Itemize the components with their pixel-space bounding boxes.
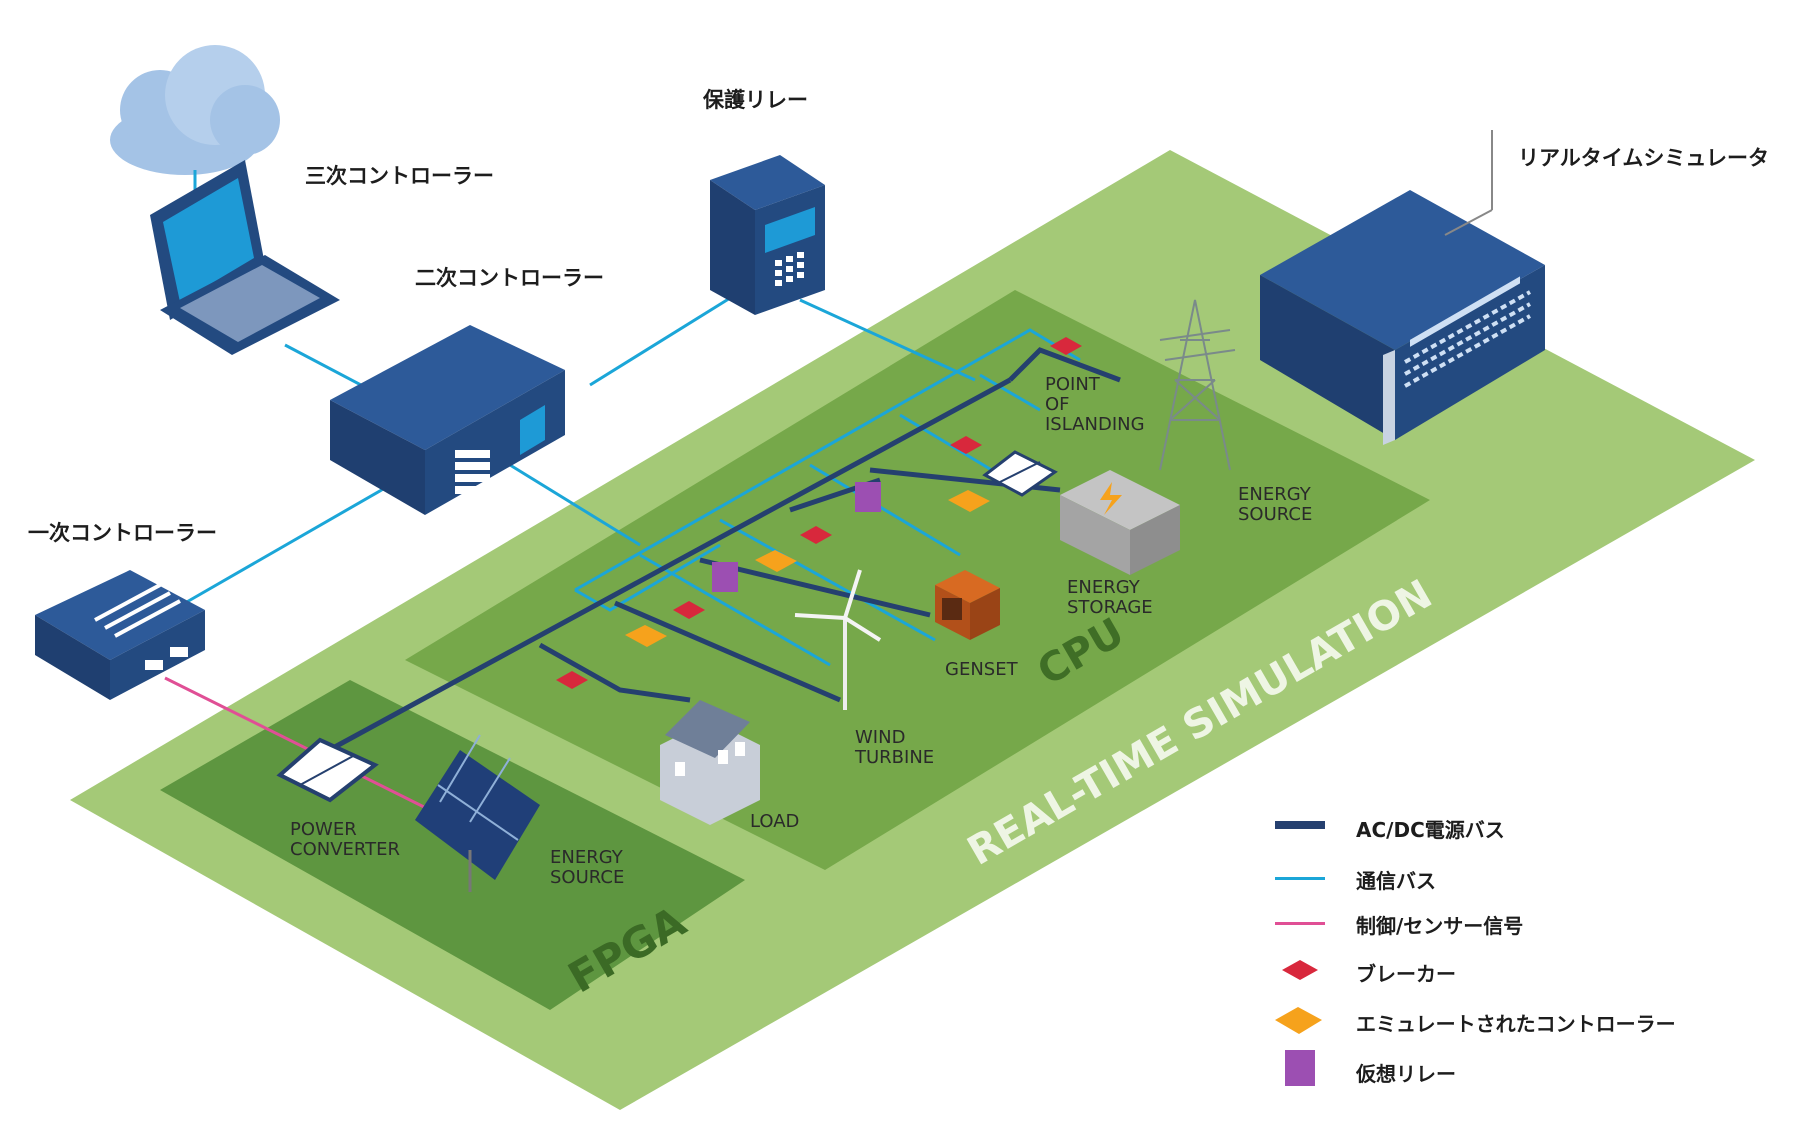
emulated-controller-icon — [625, 625, 667, 647]
solar-panel-icon — [415, 734, 540, 892]
load-house-icon — [660, 700, 760, 825]
control-signal-line-icon — [1275, 922, 1325, 925]
virtual-relays — [712, 482, 881, 592]
power-converter-label: POWER CONVERTER — [290, 819, 400, 860]
legend-swatches — [1275, 821, 1325, 1086]
legend-control-signal-label: 制御/センサー信号 — [1356, 914, 1524, 938]
realtime-simulator-label: リアルタイムシミュレータ — [1518, 146, 1769, 170]
energy-source-tower-label: ENERGY SOURCE — [1238, 484, 1313, 525]
realtime-simulator-icon — [1260, 130, 1545, 445]
emulated-controller-icon — [1275, 1007, 1322, 1034]
breaker-icon — [673, 601, 705, 619]
virtual-relay-icon — [855, 482, 881, 512]
primary-controller-label: 一次コントローラー — [28, 521, 217, 545]
point-of-islanding-converter-icon — [982, 450, 1058, 497]
emulated-controller-icon — [755, 550, 797, 572]
genset-label: GENSET — [945, 659, 1018, 680]
power-converter-icon — [276, 737, 379, 803]
virtual-relay-icon — [712, 562, 738, 592]
protection-relay-label: 保護リレー — [703, 88, 808, 112]
genset-icon — [935, 570, 1000, 640]
breaker-icon — [950, 436, 982, 454]
breaker-icon — [556, 671, 588, 689]
power-bus — [318, 347, 1121, 758]
wind-turbine-label: WIND TURBINE — [855, 727, 935, 768]
energy-source-solar-label: ENERGY SOURCE — [550, 847, 625, 888]
transmission-tower-icon — [1159, 299, 1236, 471]
legend-power-bus-label: AC/DC電源バス — [1356, 818, 1505, 842]
cloud-icon — [110, 45, 280, 215]
breaker-icon — [1050, 337, 1082, 355]
comm-bus-line-icon — [1275, 877, 1325, 880]
load-label: LOAD — [750, 811, 800, 832]
energy-storage-icon — [1060, 470, 1180, 575]
secondary-controller-label: 二次コントローラー — [415, 266, 604, 290]
legend-emulated-controller-label: エミュレートされたコントローラー — [1356, 1012, 1676, 1036]
emulated-controller-icon — [948, 490, 990, 512]
legend-breaker-label: ブレーカー — [1356, 962, 1456, 986]
secondary-controller-icon — [330, 325, 565, 515]
cpu-zone — [405, 290, 1430, 870]
emulated-controllers — [625, 490, 990, 647]
tertiary-controller-label: 三次コントローラー — [305, 164, 494, 188]
legend-comm-bus-label: 通信バス — [1356, 869, 1436, 893]
wind-turbine-icon — [794, 569, 882, 710]
energy-storage-label: ENERGY STORAGE — [1067, 577, 1153, 618]
control-signal — [164, 676, 431, 812]
laptop-icon — [150, 160, 340, 355]
power-bus-line-icon — [1275, 821, 1325, 829]
point-of-islanding-label: POINT OF ISLANDING — [1045, 374, 1145, 435]
breaker-icon — [1282, 960, 1318, 980]
primary-controller-icon — [35, 570, 205, 700]
breakers — [556, 337, 1082, 689]
breaker-icon — [800, 526, 832, 544]
legend-virtual-relay-label: 仮想リレー — [1356, 1062, 1456, 1086]
protection-relay-icon — [710, 155, 825, 315]
virtual-relay-icon — [1285, 1050, 1315, 1086]
